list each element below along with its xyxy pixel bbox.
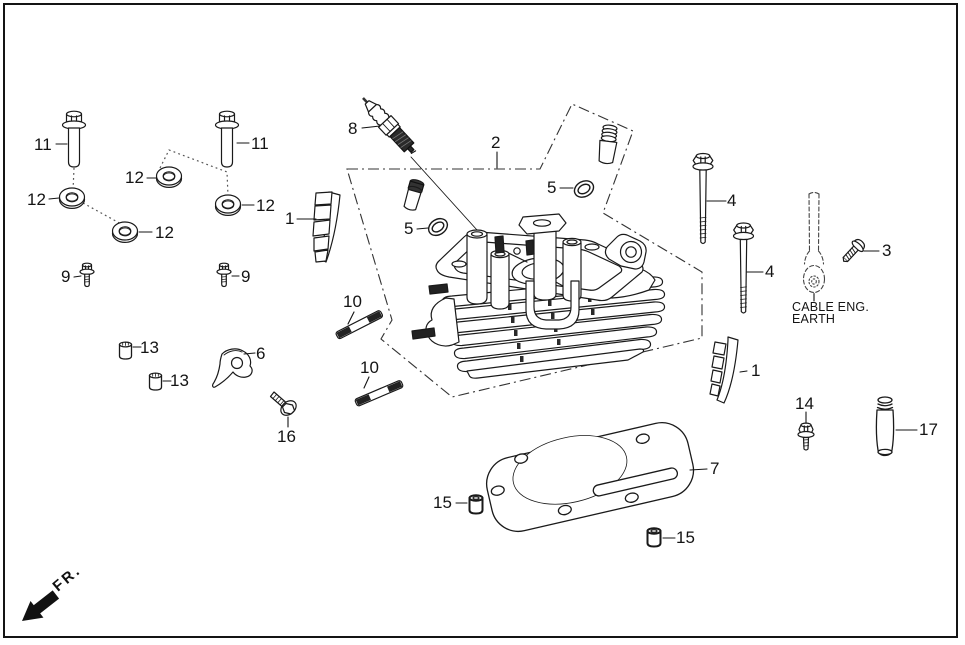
callout-10-upper: 10: [343, 292, 362, 311]
callout-12-center: 12: [125, 168, 144, 187]
washer-12-lower: [111, 221, 139, 244]
washer-12-right: [214, 194, 242, 217]
callout-15-left: 15: [433, 493, 452, 512]
cable-earth-label: CABLE ENG. EARTH: [792, 300, 870, 326]
callout-5-left: 5: [404, 219, 414, 238]
callout-6: 6: [256, 344, 266, 363]
chain-guide-1-right: [709, 336, 739, 404]
callout-17: 17: [919, 420, 938, 439]
callout-12-lower: 12: [155, 223, 174, 242]
callout-10-lower: 10: [360, 358, 379, 377]
cap-17: [875, 396, 895, 457]
callout-4-upper: 4: [727, 191, 737, 210]
callout-9-right: 9: [241, 267, 251, 286]
leader-lines: [48, 125, 918, 539]
page-border: [3, 3, 958, 638]
callout-4-lower: 4: [765, 262, 775, 281]
dowel-15-right: [646, 527, 662, 548]
cable-earth-line2: EARTH: [792, 311, 836, 326]
screw-3: [842, 238, 866, 263]
stud-10-upper: [335, 310, 384, 340]
flange-bolt-14: [797, 422, 815, 451]
callout-5-right: 5: [547, 178, 557, 197]
gasket-7: [485, 422, 695, 533]
washer-12-center: [155, 166, 183, 189]
callout-1-left: 1: [285, 209, 295, 228]
callout-7: 7: [710, 459, 720, 478]
valve-guide-left: [403, 179, 425, 211]
cable-engine-earth: [802, 191, 826, 302]
callout-14: 14: [795, 394, 814, 413]
dotted-association-lines: [72, 149, 229, 226]
flange-bolt-9-right: [216, 262, 232, 288]
dowel-15-left: [468, 494, 484, 515]
flange-bolt-9-left: [79, 262, 95, 288]
callout-8: 8: [348, 119, 358, 138]
callout-11-left: 11: [34, 135, 52, 154]
front-direction-arrow: [22, 590, 60, 621]
cap-13-lower: [148, 372, 163, 391]
cylinder-head-2: [411, 213, 666, 379]
callout-12-left: 12: [27, 190, 46, 209]
flange-bolt-4-lower: [732, 222, 755, 314]
callout-13-upper: 13: [140, 338, 159, 357]
chain-guide-1-left: [312, 191, 341, 263]
callout-15-right: 15: [676, 528, 695, 547]
callout-1-right: 1: [751, 361, 761, 380]
callout-13-lower: 13: [170, 371, 189, 390]
bracket-6: [212, 348, 253, 388]
stud-10-lower: [354, 380, 404, 407]
callout-3: 3: [882, 241, 892, 260]
flange-bolt-4-upper: [692, 152, 714, 245]
o-ring-5-right: [573, 180, 595, 198]
cap-13-upper: [118, 341, 133, 360]
callout-12-right: 12: [256, 196, 275, 215]
valve-guide-right: [598, 124, 618, 165]
callout-11-right: 11: [251, 134, 269, 153]
flange-bolt-11-left: [61, 110, 87, 168]
washer-12-left: [58, 187, 86, 210]
cable-earth-line1: CABLE ENG.: [792, 300, 870, 314]
spark-plug-8: [362, 97, 417, 154]
flange-bolt-16: [269, 391, 297, 416]
flange-bolt-11-right: [214, 110, 240, 168]
o-ring-5-left: [427, 217, 449, 237]
callout-9-left: 9: [61, 267, 71, 286]
callout-2: 2: [491, 133, 501, 152]
callout-16: 16: [277, 427, 296, 446]
group-2-boundary: [346, 103, 703, 398]
